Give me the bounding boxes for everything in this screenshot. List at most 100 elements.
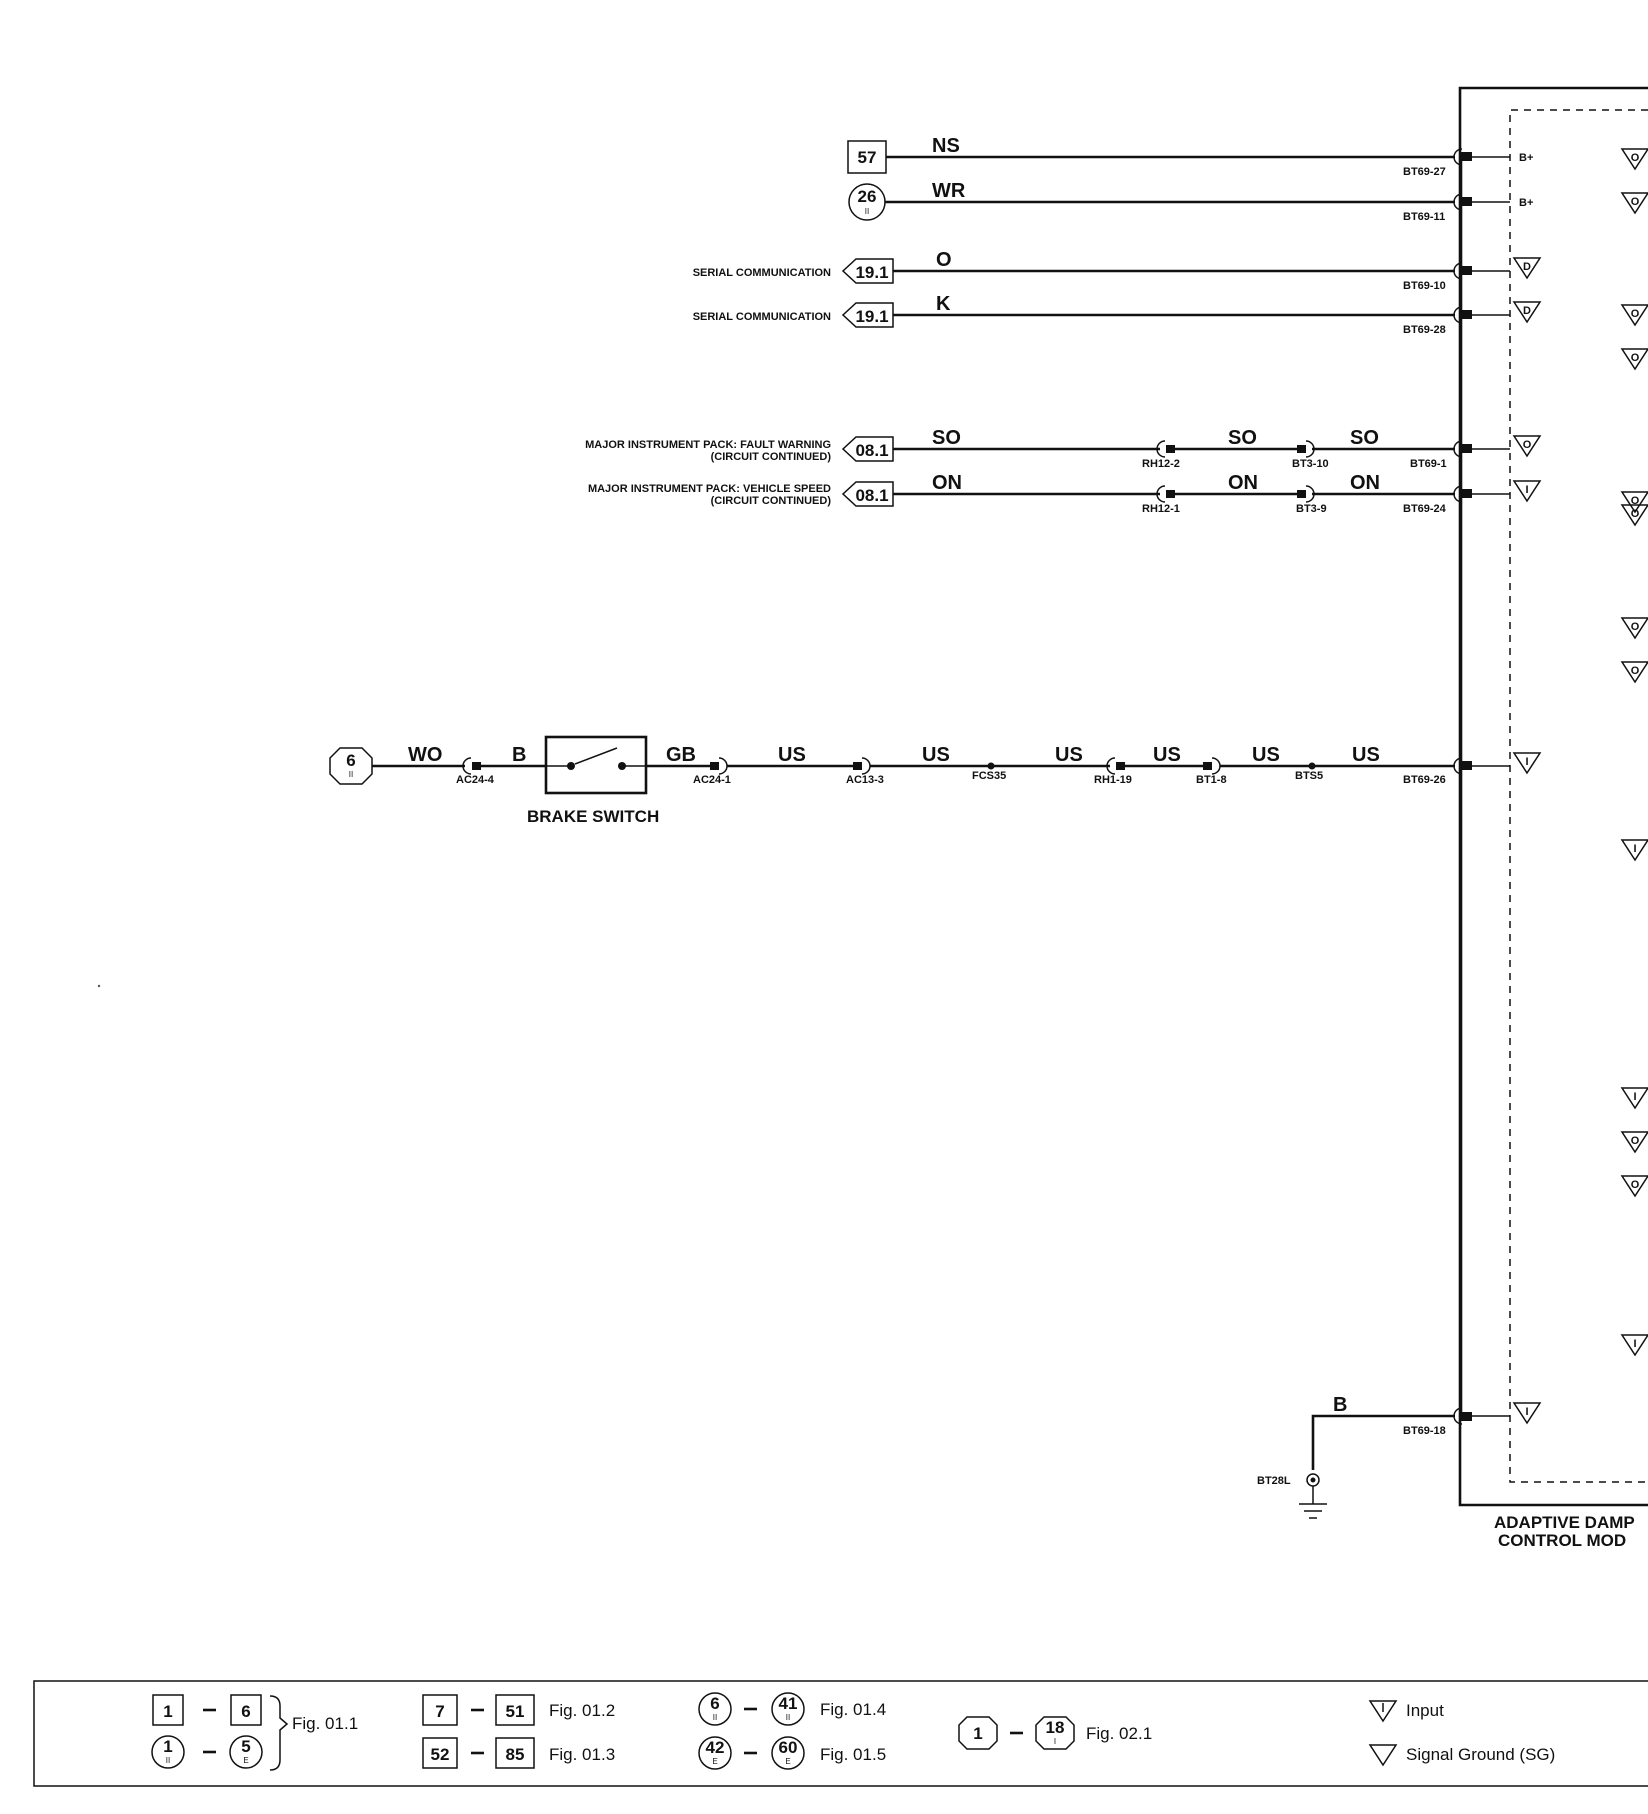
- wire-label: US: [778, 744, 806, 766]
- pin-connector: [1459, 266, 1472, 275]
- legend-ref-sub: I: [1054, 1737, 1056, 1746]
- pin-label: BT69-24: [1403, 503, 1447, 515]
- module-pin-label: D: [1523, 305, 1531, 317]
- ground-label: BT28L: [1257, 1475, 1291, 1487]
- ref-number: 6: [346, 751, 355, 770]
- pin-connector: [1459, 310, 1472, 319]
- connector-label: BT3-9: [1296, 503, 1327, 515]
- wire-label: US: [1153, 744, 1181, 766]
- legend-ref-sub: II: [713, 1713, 717, 1722]
- pin-connector: [1459, 152, 1472, 161]
- wire-label: ON: [932, 472, 962, 494]
- ref-number: 08.1: [855, 486, 888, 505]
- pin-connector: [1459, 444, 1472, 453]
- legend-ref: 51: [506, 1702, 525, 1721]
- wire-label: K: [936, 293, 951, 315]
- circuit-description: SERIAL COMMUNICATION: [693, 311, 831, 323]
- ref-arrow: [841, 258, 894, 284]
- module-pin-label: D: [1523, 261, 1531, 273]
- legend-ref: 52: [431, 1745, 450, 1764]
- module-pin-label: I: [1525, 1406, 1528, 1418]
- module-pin-label: O: [1631, 352, 1640, 364]
- right-symbols: O O O O O O O O I I O O I: [1620, 148, 1648, 1357]
- circuit-fault-warning: MAJOR INSTRUMENT PACK: FAULT WARNING (CI…: [585, 427, 1542, 470]
- pin-label: BT69-18: [1403, 1425, 1446, 1437]
- wire-label: GB: [666, 744, 696, 766]
- circuit-ground: B BT28L BT69-18 I: [1257, 1394, 1542, 1519]
- legend-ref: 41: [779, 1694, 798, 1713]
- ref-arrow: [841, 302, 894, 328]
- module-pin-triangle: [1512, 752, 1542, 775]
- wire-label: NS: [932, 135, 960, 157]
- connector-label: BT3-10: [1292, 458, 1329, 470]
- ref-number: 19.1: [855, 263, 888, 282]
- connector-male: [1297, 445, 1306, 453]
- ref-number: 08.1: [855, 441, 888, 460]
- legend: 1 6 1 II 5 E Fig. 01.1 7 51 Fig. 01.2 52…: [33, 1680, 1648, 1787]
- ref-octagon-6: [329, 747, 373, 785]
- module-pin-triangle: [1512, 301, 1542, 324]
- module-pin-triangle: [1512, 480, 1542, 503]
- module-pin-label: O: [1631, 152, 1640, 164]
- module-pin-label: O: [1631, 1135, 1640, 1147]
- circuit-brake-switch: 6 II WO AC24-4 B BRAKE SWITCH GB AC24-1 …: [329, 735, 1542, 826]
- connector-female: [1156, 440, 1166, 458]
- wire-label: B: [1333, 1394, 1347, 1416]
- ref-sub: II: [865, 207, 869, 216]
- ref-arrow: [841, 436, 894, 462]
- splice-point: [1308, 762, 1316, 770]
- wire-label: SO: [1228, 427, 1257, 449]
- legend-ref: 5: [241, 1737, 250, 1756]
- wire-label: SO: [1350, 427, 1379, 449]
- wire-label: O: [936, 249, 952, 271]
- legend-ref: 7: [435, 1702, 444, 1721]
- module-pin-label: O: [1631, 508, 1640, 520]
- circuit-wr: 26 II WR BT69-11 B+: [848, 180, 1533, 223]
- connector-label: RH1-19: [1094, 774, 1132, 786]
- module-pin-label: I: [1633, 843, 1636, 855]
- legend-ref: 85: [506, 1745, 525, 1764]
- wire-label: US: [922, 744, 950, 766]
- connector-female: [462, 757, 472, 775]
- brake-switch-label: BRAKE SWITCH: [527, 807, 659, 826]
- connector-label: AC24-1: [693, 774, 731, 786]
- legend-fig: Fig. 01.4: [820, 1700, 886, 1719]
- connector-male: [1297, 490, 1306, 498]
- legend-signal-ground-label: Signal Ground (SG): [1406, 1745, 1555, 1764]
- ref-sub: II: [349, 770, 353, 779]
- pin-label: BT69-10: [1403, 280, 1446, 292]
- legend-ref: 6: [710, 1694, 719, 1713]
- legend-fig: Fig. 02.1: [1086, 1724, 1152, 1743]
- module-pin-triangle: [1512, 257, 1542, 280]
- circuit-description-line2: (CIRCUIT CONTINUED): [711, 495, 832, 507]
- ref-number: 57: [858, 148, 877, 167]
- wire-label: ON: [1228, 472, 1258, 494]
- wire-label: B: [512, 744, 526, 766]
- circuit-vehicle-speed: MAJOR INSTRUMENT PACK: VEHICLE SPEED (CI…: [588, 472, 1542, 515]
- connector-female: [1106, 757, 1116, 775]
- connector-label: BT1-8: [1196, 774, 1227, 786]
- wire-label: US: [1055, 744, 1083, 766]
- brake-switch-body: [544, 735, 648, 795]
- circuit-serial-o: SERIAL COMMUNICATION 19.1 O BT69-10 D: [693, 249, 1542, 292]
- legend-fig: Fig. 01.1: [292, 1714, 358, 1733]
- pin-label: BT69-28: [1403, 324, 1446, 336]
- connector-male: [853, 762, 862, 770]
- pin-connector: [1459, 197, 1472, 206]
- circuit-description-line2: (CIRCUIT CONTINUED): [711, 451, 832, 463]
- circuit-ns: 57 NS BT69-27 B+: [847, 135, 1533, 178]
- module-pin-label: I: [1633, 1338, 1636, 1350]
- module-pin-triangle: [1512, 435, 1542, 458]
- connector-label: RH12-2: [1142, 458, 1180, 470]
- legend-fig: Fig. 01.2: [549, 1701, 615, 1720]
- module-pin-label: O: [1631, 665, 1640, 677]
- wire-label: US: [1252, 744, 1280, 766]
- wire-label: US: [1352, 744, 1380, 766]
- wire-label: SO: [932, 427, 961, 449]
- legend-ref: 1: [163, 1702, 172, 1721]
- connector-label: AC13-3: [846, 774, 884, 786]
- module-pin-label: B+: [1519, 197, 1533, 209]
- module-pin-label: O: [1631, 621, 1640, 633]
- legend-fig: Fig. 01.3: [549, 1745, 615, 1764]
